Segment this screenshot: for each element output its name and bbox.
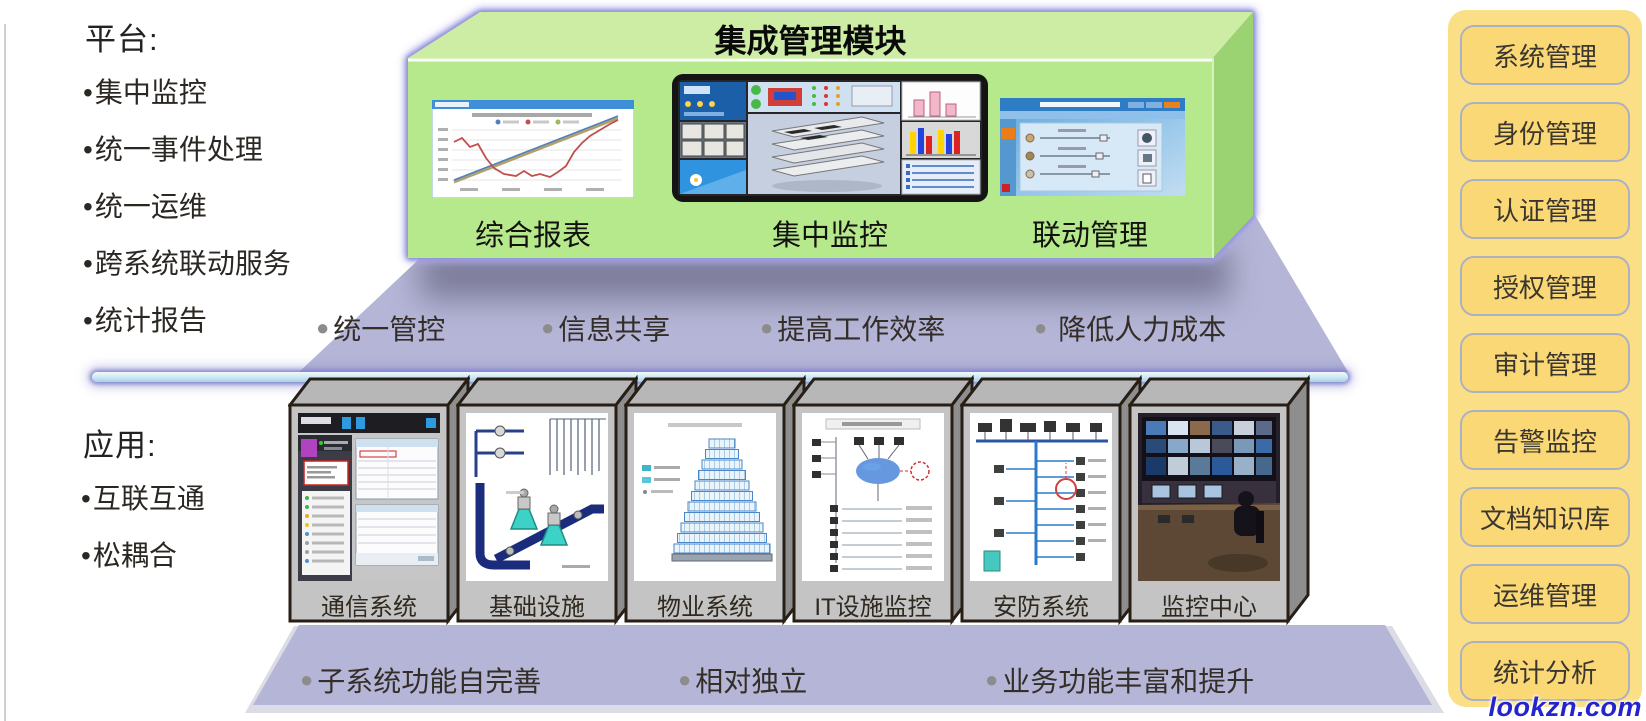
benefit-label: 降低人力成本	[1058, 314, 1227, 345]
benefit-label: 业务功能丰富和提升	[1002, 666, 1255, 697]
platform-list: •集中监控 •统一事件处理 •统一运维 •跨系统联动服务 •统计报告	[83, 64, 291, 349]
list-item: •统一事件处理	[83, 121, 291, 178]
application-benefit: ● 子系统功能自完善	[300, 660, 541, 700]
benefit-label: 信息共享	[558, 314, 671, 345]
list-item-label: 统一运维	[94, 191, 207, 222]
application-heading: 应用:	[83, 428, 157, 463]
list-item: •松耦合	[81, 527, 205, 584]
application-benefit: ● 相对独立	[678, 660, 807, 700]
benefit-label: 相对独立	[695, 666, 808, 697]
list-item: •统计报告	[83, 292, 291, 349]
module-screen-label: 集中监控	[771, 220, 888, 252]
application-benefit: ● 业务功能丰富和提升	[985, 660, 1254, 700]
page-edge-line	[4, 24, 6, 721]
management-menu-panel: 系统管理 身份管理 认证管理 授权管理 审计管理 告警监控 文档知识库 运维管理…	[1448, 10, 1642, 707]
bullet-icon: •	[83, 77, 93, 108]
list-item: •互联互通	[81, 470, 205, 527]
module-screen-label: 综合报表	[474, 220, 591, 252]
report-chart-thumbnail	[431, 99, 635, 203]
menu-button-identity[interactable]: 身份管理	[1460, 102, 1630, 162]
list-item-label: 互联互通	[92, 483, 205, 514]
bullet-icon: •	[83, 134, 93, 165]
menu-button-system[interactable]: 系统管理	[1460, 25, 1630, 85]
bullet-icon: ●	[985, 667, 999, 692]
module-title: 集成管理模块	[714, 23, 907, 59]
platform-benefit: ● 降低人力成本	[1034, 308, 1226, 348]
list-item: •集中监控	[83, 64, 291, 121]
subsystem-label: 物业系统	[657, 594, 753, 621]
menu-button-statistics[interactable]: 统计分析	[1460, 641, 1630, 701]
bullet-icon: ●	[541, 315, 555, 340]
platform-benefit: ● 信息共享	[541, 308, 670, 348]
menu-button-knowledge-base[interactable]: 文档知识库	[1460, 487, 1630, 547]
property-system-thumbnail	[634, 413, 776, 581]
bullet-icon: •	[83, 248, 93, 279]
communication-system-thumbnail	[298, 413, 440, 581]
subsystem-label: 基础设施	[489, 594, 585, 621]
benefit-label: 子系统功能自完善	[317, 666, 542, 697]
subsystem-label: 监控中心	[1161, 594, 1257, 621]
bullet-icon: •	[81, 483, 91, 514]
monitoring-wall-thumbnail	[672, 74, 988, 207]
security-system-thumbnail	[970, 413, 1112, 581]
module-screen-label: 联动管理	[1031, 220, 1148, 252]
watermark: lookzn.com	[1488, 692, 1642, 721]
bullet-icon: ●	[760, 315, 774, 340]
bullet-icon: ●	[316, 315, 330, 340]
subsystem-label: 安防系统	[993, 594, 1089, 621]
platform-benefit: ● 提高工作效率	[760, 308, 945, 348]
menu-button-operations[interactable]: 运维管理	[1460, 564, 1630, 624]
infrastructure-thumbnail	[466, 413, 608, 581]
list-item-label: 松耦合	[92, 540, 177, 571]
monitoring-center-thumbnail	[1138, 413, 1280, 581]
platform-heading: 平台:	[85, 22, 159, 57]
bullet-icon: ●	[678, 667, 692, 692]
bullet-icon: ●	[300, 667, 314, 692]
benefit-label: 统一管控	[333, 314, 446, 345]
subsystem-label: IT设施监控	[814, 594, 932, 621]
bullet-icon: ●	[1034, 315, 1048, 340]
menu-button-audit[interactable]: 审计管理	[1460, 333, 1630, 393]
menu-button-authorization[interactable]: 授权管理	[1460, 256, 1630, 316]
menu-button-alarm[interactable]: 告警监控	[1460, 410, 1630, 470]
list-item: •统一运维	[83, 178, 291, 235]
list-item: •跨系统联动服务	[83, 235, 291, 292]
bullet-icon: •	[83, 305, 93, 336]
tier-divider-bar	[92, 372, 1348, 382]
list-item-label: 集中监控	[94, 77, 207, 108]
subsystem-label: 通信系统	[321, 594, 417, 621]
platform-benefit: ● 统一管控	[316, 308, 445, 348]
linkage-console-thumbnail	[1000, 98, 1185, 201]
menu-button-authentication[interactable]: 认证管理	[1460, 179, 1630, 239]
list-item-label: 统一事件处理	[94, 134, 263, 165]
list-item-label: 统计报告	[94, 305, 207, 336]
it-facility-monitoring-thumbnail	[802, 413, 944, 581]
bullet-icon: •	[83, 191, 93, 222]
application-list: •互联互通 •松耦合	[81, 470, 205, 584]
bullet-icon: •	[81, 540, 91, 571]
list-item-label: 跨系统联动服务	[94, 248, 291, 279]
benefit-label: 提高工作效率	[777, 314, 946, 345]
